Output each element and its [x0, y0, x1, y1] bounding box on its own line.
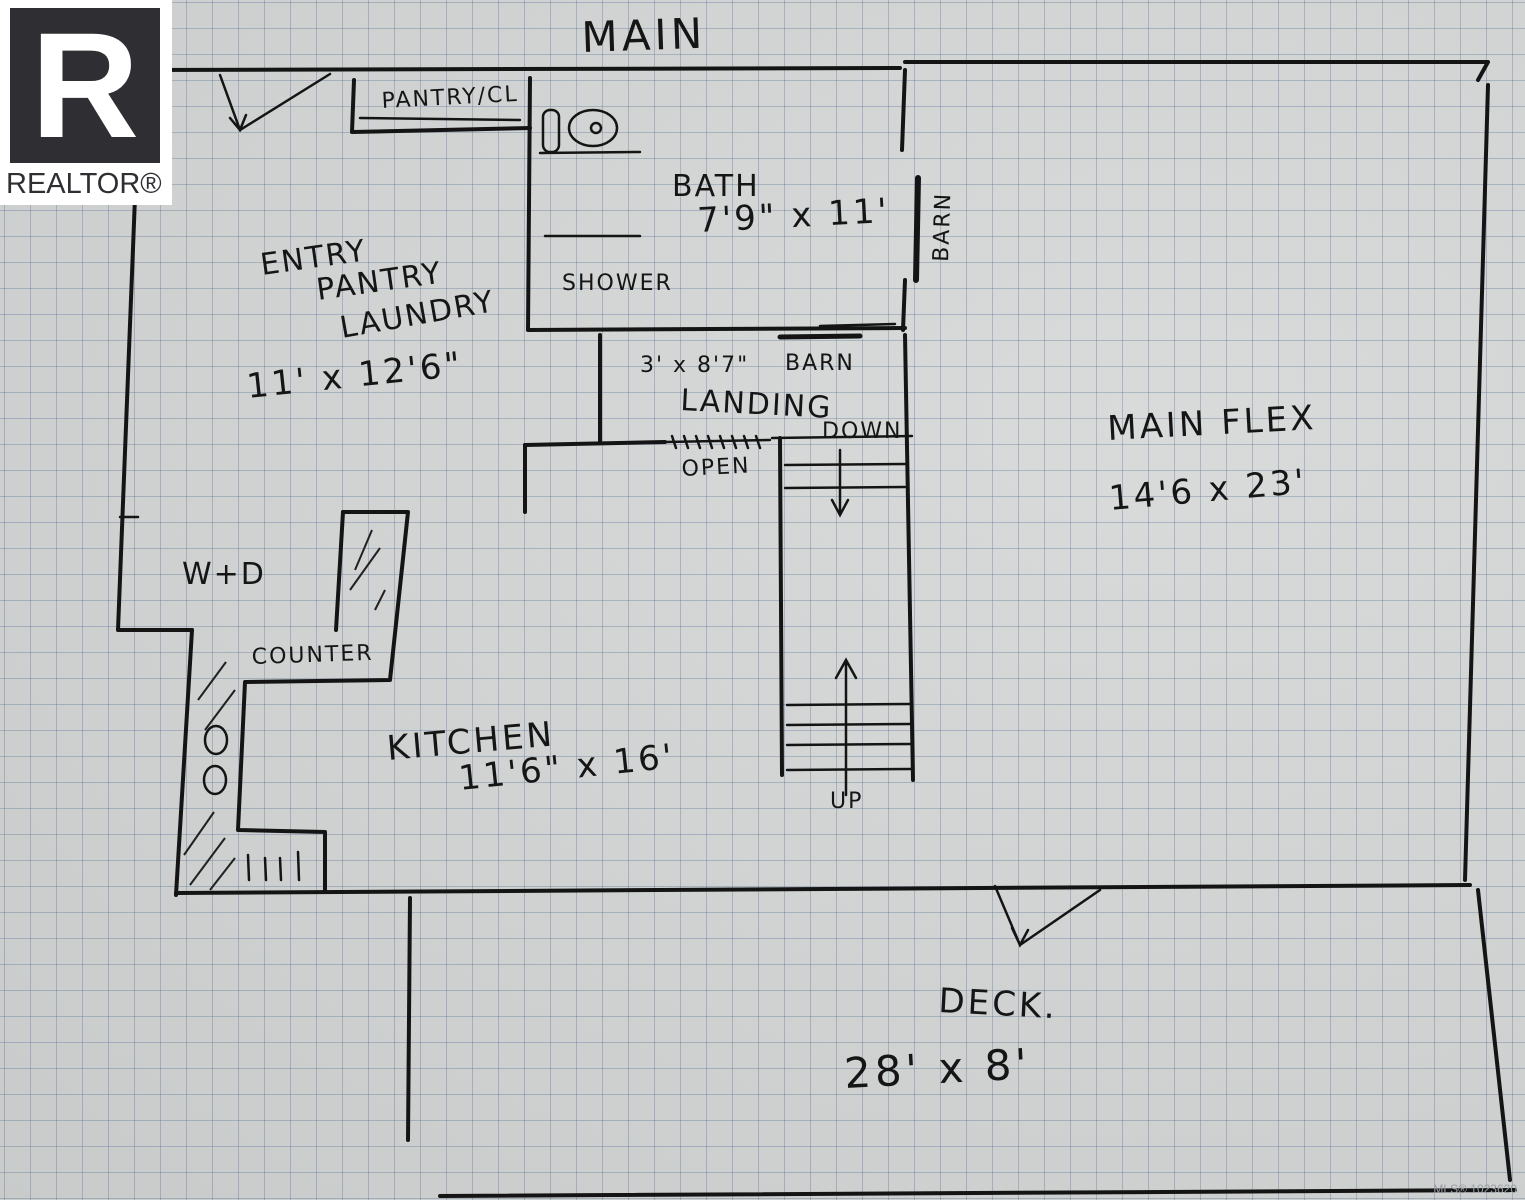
deck-door-swing — [993, 884, 1102, 947]
stair-up-arrow — [834, 657, 858, 797]
stairs-up-label: UP — [830, 789, 863, 814]
counter-label: COUNTER — [251, 641, 374, 670]
stair-top — [770, 434, 914, 440]
barn-door-track-vertical — [913, 175, 921, 283]
landing-barn-track — [777, 333, 863, 340]
pantry-closet-label: PANTRY/CL — [381, 82, 519, 114]
realtor-logo-mark: R — [10, 8, 160, 163]
kitchen-left-wall — [174, 628, 194, 897]
stairs-down-label: DOWN — [822, 419, 902, 444]
stair-right-wall — [903, 333, 915, 782]
outer-wall-left — [116, 68, 194, 632]
bath-right-wall — [900, 68, 907, 152]
counter-hatching-lower — [183, 661, 236, 891]
stove-burner-bottom — [202, 764, 228, 796]
stove-burner-top — [203, 724, 229, 756]
laundry-counter-outline — [236, 510, 410, 892]
deck-right-wall — [1476, 888, 1512, 1182]
open-railing — [663, 438, 772, 444]
outer-wall-right — [1463, 83, 1490, 882]
landing-bottom-wall — [523, 440, 667, 447]
bath-left-wall — [526, 76, 907, 332]
realtor-logo: R REALTOR® — [0, 0, 172, 205]
entry-door-swing — [218, 72, 332, 132]
stair-treads-upper — [783, 462, 907, 490]
entry-door-arrow — [228, 113, 248, 133]
deck-door-arrow — [1010, 926, 1030, 948]
plan-title: MAIN — [581, 9, 707, 62]
landing-label: LANDING — [680, 383, 834, 426]
bath-top-line — [538, 150, 642, 155]
main-bottom-wall — [174, 883, 1472, 895]
landing-barn-track-upper — [818, 322, 897, 328]
pantry-wall — [350, 78, 532, 134]
mls-watermark: MLS® 1023620 — [1433, 1182, 1517, 1196]
barn-door-landing-label: BARN — [785, 351, 855, 376]
laundry-counter-inner — [334, 510, 345, 632]
barn-door-vertical-label: BARN — [929, 191, 956, 262]
main-flex-room-size: 14'6 x 23' — [1107, 462, 1308, 519]
open-railing-ticks — [670, 434, 762, 450]
bath-right-wall-lower — [901, 278, 907, 332]
deck-left-wall — [406, 896, 412, 1142]
stair-down-arrow — [830, 448, 850, 518]
entry-room-size: 11' x 12'6" — [245, 344, 465, 406]
sink-bowl — [567, 108, 619, 148]
counter-hatching-upper — [349, 529, 386, 611]
deck-room-name: DECK. — [938, 981, 1059, 1027]
pantry-shelf — [358, 116, 522, 122]
toilet-tank — [541, 108, 561, 154]
washer-dryer-label: W+D — [182, 557, 266, 592]
base-cabinet-ticks — [246, 850, 301, 882]
realtor-logo-wordmark: REALTOR® — [6, 168, 162, 200]
sink-drain — [589, 121, 603, 135]
shower-label: SHOWER — [562, 271, 673, 296]
outer-wall-top-left — [138, 66, 902, 72]
landing-size: 3' x 8'7" — [640, 353, 749, 378]
stair-left-wall — [778, 436, 784, 777]
open-railing-label: OPEN — [681, 453, 751, 482]
stair-treads-lower — [785, 702, 914, 772]
main-flex-room-name: MAIN FLEX — [1106, 398, 1317, 449]
outer-wall-top-right — [903, 60, 1490, 82]
bath-room-name: BATH — [672, 169, 760, 204]
deck-room-size: 28' x 8' — [843, 1039, 1032, 1098]
deck-bottom-wall — [438, 1188, 1517, 1198]
